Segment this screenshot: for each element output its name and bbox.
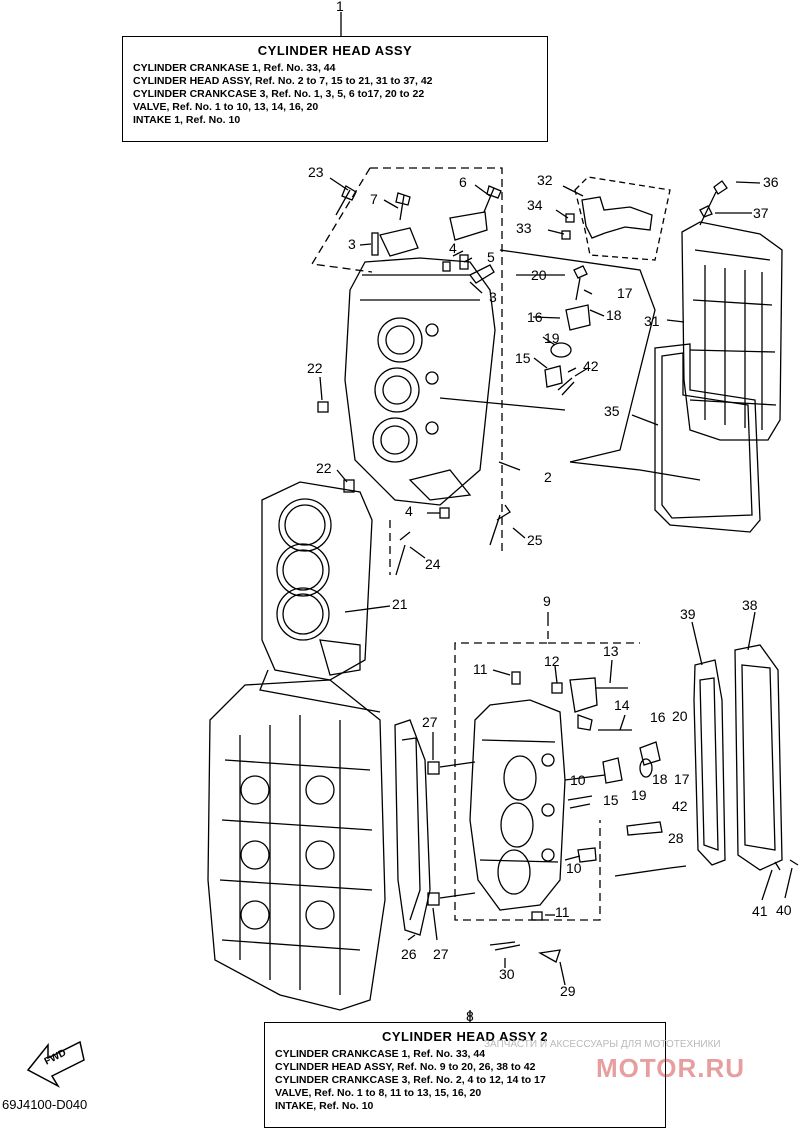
callout-number: 17 (674, 771, 690, 787)
callout-number: 36 (763, 174, 779, 190)
callout-number: 10 (566, 860, 582, 876)
callout-number: 15 (603, 792, 619, 808)
box-line: CYLINDER CRANKASE 1, Ref. No. 33, 44 (133, 62, 336, 74)
callout-number: 18 (606, 307, 622, 323)
parts-info-box-top: CYLINDER HEAD ASSY CYLINDER CRANKASE 1, … (122, 36, 548, 142)
box-line: CYLINDER CRANKCASE 3, Ref. No. 1, 3, 5, … (133, 88, 425, 100)
callout-number: 39 (680, 606, 696, 622)
box-line: CYLINDER HEAD ASSY, Ref. No. 2 to 7, 15 … (133, 75, 433, 87)
callout-number: 30 (499, 966, 515, 982)
callout-number: 15 (515, 350, 531, 366)
callout-number: 29 (560, 983, 576, 999)
callout-number: 5 (487, 249, 495, 265)
callout-number: 42 (672, 798, 688, 814)
callout-number: 1 (336, 0, 344, 14)
callout-number: 35 (604, 403, 620, 419)
callout-number: 19 (631, 787, 647, 803)
diagram-code: 69J4100-D040 (2, 1097, 88, 1112)
callout-number: 23 (308, 164, 324, 180)
box-line: VALVE, Ref. No. 1 to 8, 11 to 13, 15, 16… (275, 1087, 482, 1099)
callout-number: 42 (583, 358, 599, 374)
callout-number: 10 (570, 772, 586, 788)
callout-number: 11 (555, 904, 570, 920)
callout-number: 38 (742, 597, 758, 613)
callout-number: 3 (348, 236, 356, 252)
callout-number: 22 (307, 360, 323, 376)
callout-number: 34 (527, 197, 543, 213)
callout-number: 40 (776, 902, 792, 918)
callout-number: 20 (672, 708, 688, 724)
callout-number: 22 (316, 460, 332, 476)
callout-number: 11 (473, 661, 488, 677)
callout-number: 18 (652, 771, 668, 787)
box-line: INTAKE, Ref. No. 10 (275, 1100, 374, 1112)
callout-number: 4 (449, 240, 457, 256)
callout-number: 32 (537, 172, 553, 188)
callout-number: 2 (544, 469, 552, 485)
callout-number: 16 (527, 309, 543, 325)
watermark-site: MOTOR.RU (596, 1053, 746, 1083)
box-line: CYLINDER HEAD ASSY, Ref. No. 9 to 20, 26… (275, 1061, 536, 1073)
callout-number: 21 (392, 596, 408, 612)
callout-number: 17 (617, 285, 633, 301)
callout-number: 41 (752, 903, 768, 919)
box-line: INTAKE 1, Ref. No. 10 (133, 114, 241, 126)
callout-number: 4 (405, 503, 413, 519)
callout-number: 24 (425, 556, 441, 572)
callout-number: 31 (644, 313, 660, 329)
callout-number: 33 (516, 220, 532, 236)
callout-number: 27 (422, 714, 438, 730)
callout-number: 7 (370, 191, 378, 207)
callout-number: 13 (603, 643, 619, 659)
callout-number: 14 (614, 697, 630, 713)
watermark-tagline: ЗАПЧАСТИ И АКСЕССУАРЫ ДЛЯ МОТОТЕХНИКИ (484, 1039, 721, 1050)
box-line: CYLINDER CRANKCASE 3, Ref. No. 2, 4 to 1… (275, 1074, 546, 1086)
callout-number: 9 (543, 593, 551, 609)
callout-number: 26 (401, 946, 417, 962)
callout-number: 8 (466, 1008, 474, 1024)
callout-number: 6 (459, 174, 467, 190)
callout-number: 37 (753, 205, 769, 221)
callout-number: 3 (489, 289, 497, 305)
callout-number: 19 (544, 330, 560, 346)
callout-number: 12 (544, 653, 560, 669)
callout-number: 20 (531, 267, 547, 283)
parts-info-box-bottom: CYLINDER HEAD ASSY 2 CYLINDER CRANKCASE … (264, 1022, 666, 1128)
callout-number: 16 (650, 709, 666, 725)
box-title: CYLINDER HEAD ASSY (257, 43, 413, 58)
box-title: CYLINDER HEAD ASSY 2 (381, 1029, 549, 1044)
callout-number: 25 (527, 532, 543, 548)
box-line: VALVE, Ref. No. 1 to 10, 13, 14, 16, 20 (133, 101, 319, 113)
box-line: CYLINDER CRANKCASE 1, Ref. No. 33, 44 (275, 1048, 486, 1060)
callout-number: 28 (668, 830, 684, 846)
callout-number: 27 (433, 946, 449, 962)
